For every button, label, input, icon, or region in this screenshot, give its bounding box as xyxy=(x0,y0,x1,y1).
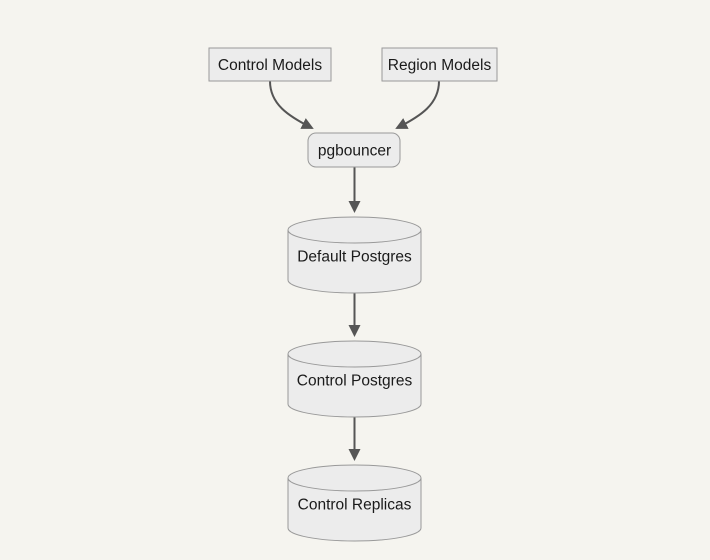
node-region-models: Region Models xyxy=(381,47,498,82)
control-postgres-cylinder-body xyxy=(287,354,422,418)
control-models-label: Control Models xyxy=(218,57,322,74)
region-models-label: Region Models xyxy=(388,57,492,74)
control-models-box xyxy=(208,47,332,82)
node-control-models: Control Models xyxy=(208,47,332,82)
edge-control-models-to-pgbouncer xyxy=(269,80,314,129)
region-models-box xyxy=(381,47,498,82)
control-replicas-label: Control Replicas xyxy=(298,497,412,514)
node-control-replicas: Control Replicas xyxy=(287,464,422,542)
control-postgres-cylinder-top xyxy=(287,340,422,368)
node-control-postgres: Control Postgres xyxy=(287,340,422,418)
node-default-postgres: Default Postgres xyxy=(287,216,422,294)
pgbouncer-label: pgbouncer xyxy=(318,143,391,160)
edge-region-models-to-pgbouncer xyxy=(395,80,440,129)
control-postgres-label: Control Postgres xyxy=(297,373,413,390)
default-postgres-cylinder-top xyxy=(287,216,422,244)
node-pgbouncer: pgbouncer xyxy=(307,132,401,168)
control-replicas-cylinder-body xyxy=(287,478,422,542)
default-postgres-cylinder-body xyxy=(287,230,422,294)
default-postgres-label: Default Postgres xyxy=(297,249,412,266)
pgbouncer-box xyxy=(307,132,401,168)
control-replicas-cylinder-top xyxy=(287,464,422,492)
edge-layer xyxy=(269,80,440,461)
